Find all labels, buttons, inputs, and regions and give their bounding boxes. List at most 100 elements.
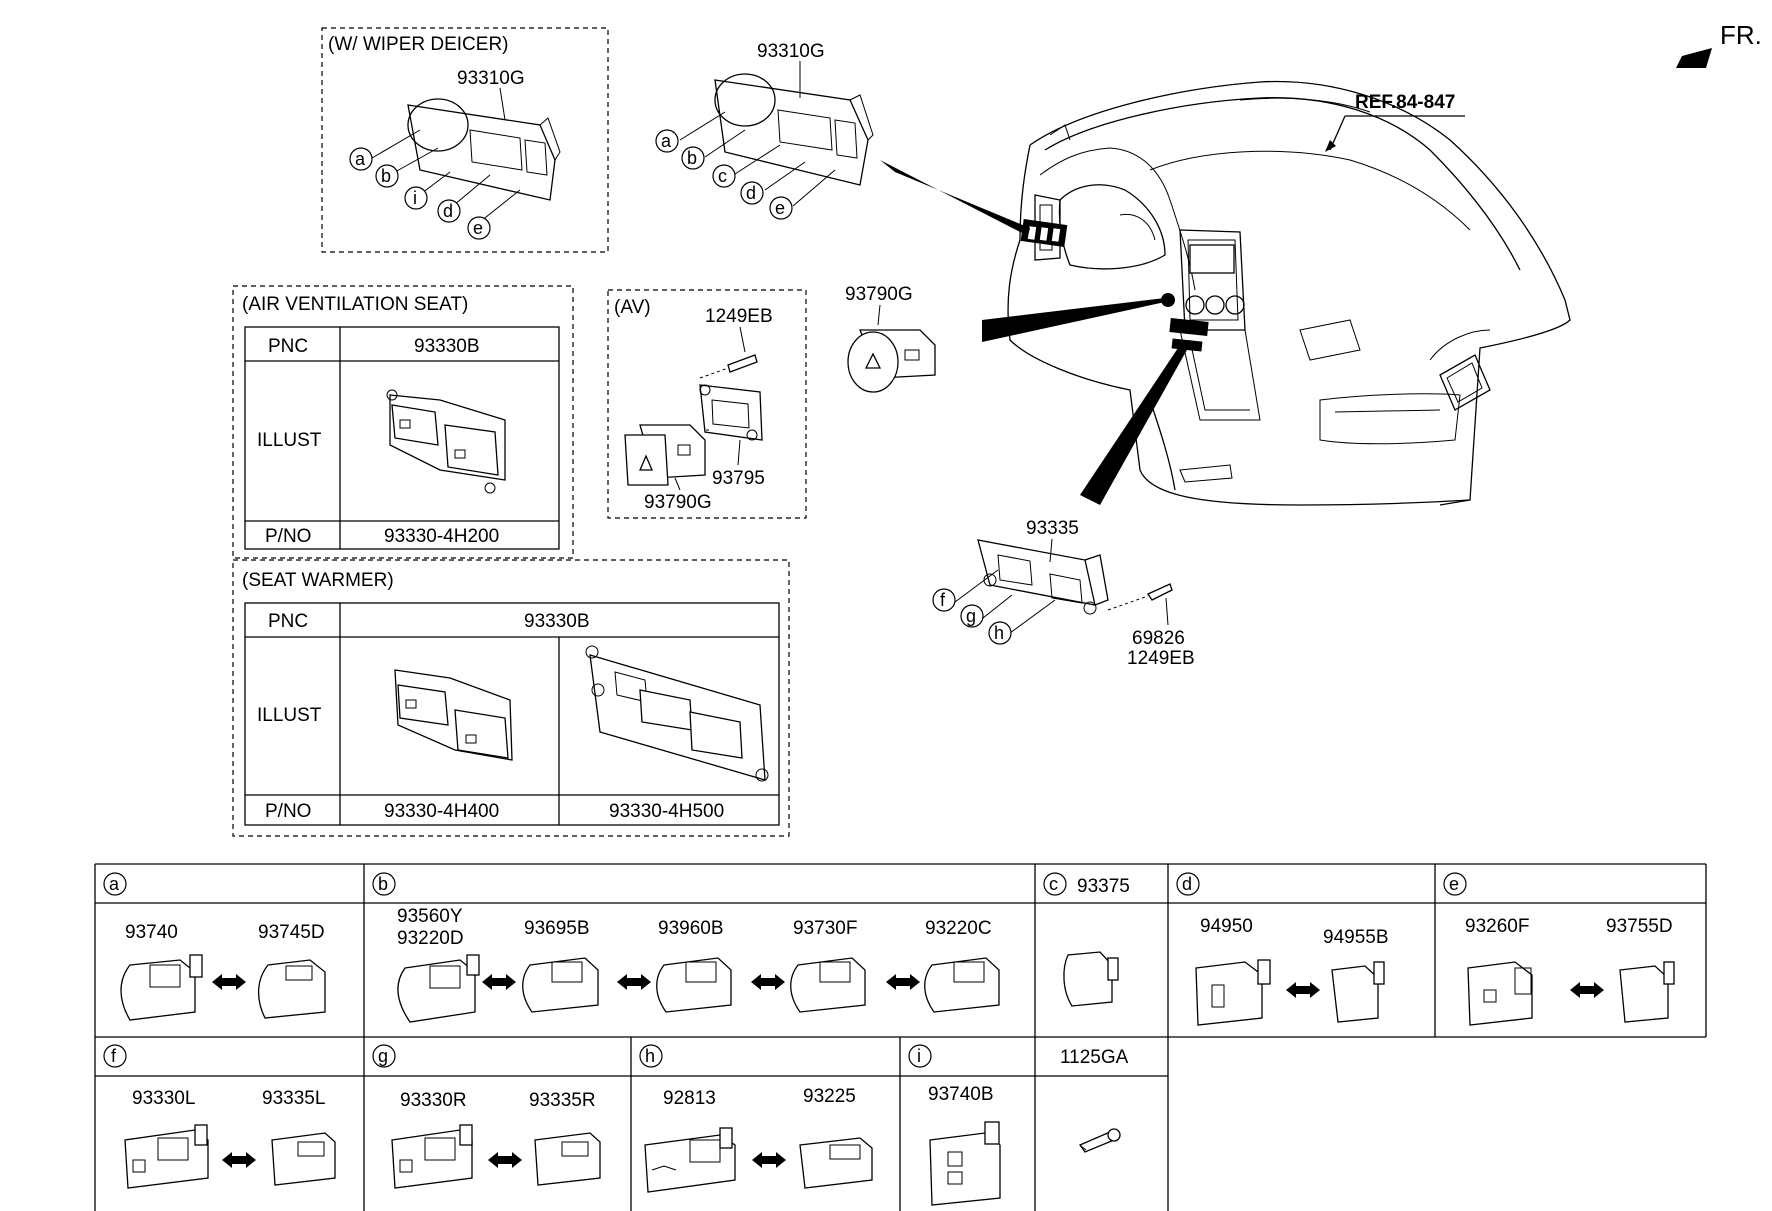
cell-b-part-3: 93695B [524, 918, 590, 939]
cell-h-key: h [645, 1046, 655, 1066]
lower-callout-h: h [994, 623, 1004, 643]
grid-cell-e: e 93260F 93755D [1443, 872, 1675, 1026]
hazard-switch-group: 93790G [845, 284, 936, 393]
air-ventilation-seat-table: (AIR VENTILATION SEAT) PNC ILLUST P/NO 9… [232, 285, 574, 559]
lower-callout-g: g [966, 606, 976, 626]
grid-cell-a: a 93740 93745D [103, 872, 326, 1021]
wiper-deicer-title: (W/ WIPER DEICER) [328, 34, 509, 55]
main-bezel-part-number: 93310G [757, 41, 825, 62]
lower-callout-f: f [940, 590, 946, 610]
wiper-callout-b: b [381, 166, 391, 186]
reference-callout: REF.84-847 [1325, 92, 1465, 152]
cell-b-part-5: 93730F [793, 918, 857, 939]
swap-arrow-icon [488, 1152, 522, 1168]
swap-arrow-icon [212, 974, 246, 990]
vent-table-title: (AIR VENTILATION SEAT) [242, 294, 468, 315]
cell-b-part-6: 93220C [925, 918, 992, 939]
warmer-pnc-value: 93330B [524, 611, 590, 632]
front-label: FR. [1720, 20, 1762, 50]
av-bracket-part-number: 93795 [712, 468, 765, 489]
cell-f-part-2: 93335L [262, 1088, 325, 1109]
wiper-callout-d: d [443, 201, 453, 221]
swap-arrow-icon [751, 974, 785, 990]
warmer-pno-a: 93330-4H400 [384, 801, 499, 822]
main-bezel-group: 93310G a b c d e [655, 41, 874, 220]
cell-b-part-1: 93560Y [397, 906, 463, 927]
grid-cell-b: b 93560Y 93220D 93695B 93960B 93730F 932… [372, 872, 1000, 1023]
av-group: (AV) 1249EB 93795 93790G [607, 289, 807, 519]
cell-d-part-2: 94955B [1323, 927, 1389, 948]
grid-cell-i: i 93740B [908, 1044, 1001, 1206]
grid-cell-screw: 1125GA [1060, 1047, 1129, 1153]
grid-cell-h: h 92813 93225 [639, 1044, 873, 1193]
cell-e-key: e [1449, 874, 1459, 894]
pointer-wedge-lower [1080, 345, 1188, 505]
cell-d-part-1: 94950 [1200, 916, 1253, 937]
lower-bezel-part-number: 93335 [1026, 518, 1079, 539]
reference-label: REF.84-847 [1355, 92, 1455, 113]
main-callout-b: b [687, 148, 697, 168]
grid-cell-g: g 93330R 93335R [372, 1044, 601, 1189]
hazard-part-number: 93790G [845, 284, 913, 305]
cell-g-part-2: 93335R [529, 1090, 596, 1111]
lower-bezel-group: 93335 f g h 69826 1249EB [932, 518, 1195, 669]
main-callout-e: e [775, 198, 785, 218]
cell-b-part-4: 93960B [658, 918, 724, 939]
vent-row-pno: P/NO [265, 526, 311, 547]
cell-a-part-1: 93740 [125, 922, 178, 943]
warmer-row-pno: P/NO [265, 801, 311, 822]
switch-options-grid: a 93740 93745D b 93560Y 93220D 93695B 93… [94, 863, 1707, 1211]
cell-e-part-1: 93260F [1465, 916, 1529, 937]
vent-pnc-value: 93330B [414, 336, 480, 357]
pointer-wedge-middle [982, 298, 1165, 342]
cell-i-key: i [917, 1046, 921, 1066]
dashboard-illustration [1007, 80, 1571, 506]
av-bracket-shape [699, 384, 763, 441]
cell-b-part-2: 93220D [397, 928, 464, 949]
swap-arrow-icon [1570, 982, 1604, 998]
cell-h-part-2: 93225 [803, 1086, 856, 1107]
swap-arrow-icon [222, 1152, 256, 1168]
cell-f-key: f [111, 1046, 117, 1066]
cell-a-part-2: 93745D [258, 922, 325, 943]
front-arrow-icon [1676, 48, 1712, 68]
wiper-callout-a: a [355, 149, 366, 169]
lower-screw-part-b: 1249EB [1127, 648, 1195, 669]
vent-row-pnc: PNC [268, 336, 308, 357]
cell-e-part-2: 93755D [1606, 916, 1673, 937]
warmer-row-pnc: PNC [268, 611, 308, 632]
cell-c-title: 93375 [1077, 876, 1130, 897]
av-title: (AV) [614, 297, 651, 318]
cell-g-part-1: 93330R [400, 1090, 467, 1111]
cell-c-key: c [1049, 874, 1058, 894]
main-callout-c: c [718, 166, 727, 186]
warmer-row-illust: ILLUST [257, 705, 322, 726]
av-screw-part-number: 1249EB [705, 306, 773, 327]
swap-arrow-icon [1286, 982, 1320, 998]
cell-g-key: g [378, 1046, 388, 1066]
wiper-callout-i: i [413, 188, 417, 208]
wiper-deicer-group: (W/ WIPER DEICER) 93310G a b i d e [321, 27, 609, 253]
warmer-pno-b: 93330-4H500 [609, 801, 724, 822]
cell-h-part-1: 92813 [663, 1088, 716, 1109]
main-callout-a: a [661, 131, 672, 151]
main-bezel-shape [714, 79, 869, 186]
cell-b-key: b [378, 874, 388, 894]
grid-cell-c: c 93375 [1043, 872, 1130, 1007]
cell-f-part-1: 93330L [132, 1088, 195, 1109]
seat-warmer-table: (SEAT WARMER) PNC ILLUST P/NO 93330B 933… [232, 559, 790, 837]
wiper-callout-e: e [473, 218, 483, 238]
grid-cell-f: f 93330L 93335L [103, 1044, 336, 1189]
cell-d-key: d [1182, 874, 1192, 894]
pointer-wedge-upper [880, 160, 1030, 236]
swap-arrow-icon [886, 974, 920, 990]
vent-pno-value: 93330-4H200 [384, 526, 499, 547]
lower-bezel-shape [977, 539, 1096, 606]
cell-i-part-1: 93740B [928, 1084, 994, 1105]
screw-cell-title: 1125GA [1060, 1047, 1129, 1068]
main-callout-d: d [746, 183, 756, 203]
front-direction-indicator: FR. [1676, 20, 1762, 68]
cell-a-key: a [109, 874, 120, 894]
